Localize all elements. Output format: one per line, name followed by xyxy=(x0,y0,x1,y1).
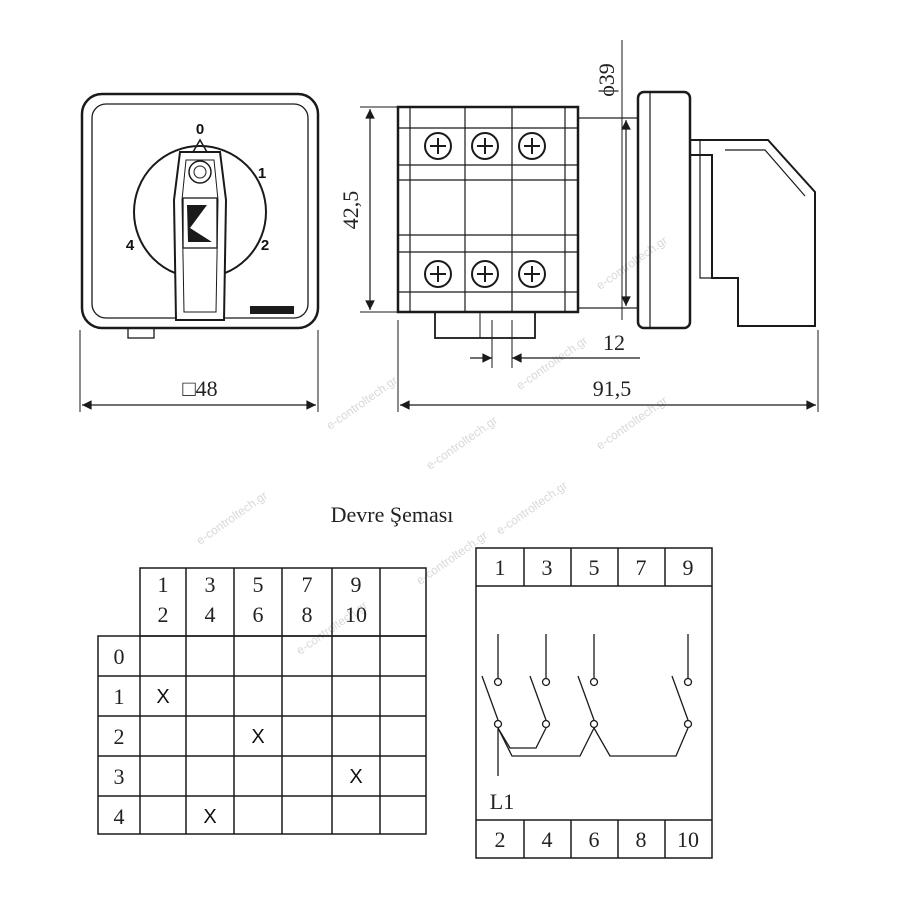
upper-contacts xyxy=(493,634,693,687)
watermark: e-controltech.gr xyxy=(324,373,400,432)
front-outer-frame xyxy=(80,92,320,330)
top-terminal-label: 7 xyxy=(636,555,647,580)
bottom-terminal-label: 10 xyxy=(677,827,699,852)
column-header-bottom: 10 xyxy=(345,602,367,627)
front-flange xyxy=(636,90,692,330)
table-row-labels: 0 1 2 3 4 xyxy=(114,644,125,829)
logo-plate xyxy=(182,197,218,249)
column-header-bottom: 4 xyxy=(205,602,216,627)
width-dimension xyxy=(79,330,319,412)
knob-handle-inner xyxy=(181,159,219,313)
column-header-top: 1 xyxy=(158,572,169,597)
row-label: 0 xyxy=(114,644,125,669)
top-terminal-label: 1 xyxy=(495,555,506,580)
circuit-diagram xyxy=(475,547,713,859)
mount-tab xyxy=(127,327,155,339)
top-terminal-label: 9 xyxy=(683,555,694,580)
circuit-terminal-labels: 1 3 5 7 9 2 4 6 8 10 L1 xyxy=(490,555,699,852)
contact-block-body xyxy=(396,105,580,314)
blade-link xyxy=(497,727,547,749)
brand-logo-icon xyxy=(187,205,212,242)
position-label-2: 2 xyxy=(261,237,269,254)
table-mark: X xyxy=(203,806,216,828)
nameplate xyxy=(250,306,294,314)
knob-screw xyxy=(188,160,212,184)
watermark: e-controltech.gr xyxy=(494,478,570,537)
diameter-label: ϕ39 xyxy=(594,63,619,97)
switch-blades xyxy=(481,675,693,729)
table-mark: X xyxy=(251,726,264,748)
side-dimensions xyxy=(360,40,819,412)
column-header-bottom: 8 xyxy=(302,602,313,627)
watermark: e-controltech.gr xyxy=(194,488,270,547)
knob-side-profile xyxy=(689,139,816,327)
watermark: e-controltech.gr xyxy=(594,233,670,292)
bottom-terminal-label: 8 xyxy=(636,827,647,852)
mount-foot xyxy=(434,311,536,339)
bottom-terminal-label: 2 xyxy=(495,827,506,852)
column-header-top: 7 xyxy=(302,572,313,597)
length-label: 91,5 xyxy=(593,376,632,401)
column-header-top: 3 xyxy=(205,572,216,597)
side-view xyxy=(396,90,816,339)
row-label: 3 xyxy=(114,764,125,789)
knob-screw-inner xyxy=(193,165,207,179)
schema-title: Devre Şeması xyxy=(331,502,454,527)
row-label: 2 xyxy=(114,724,125,749)
terminal-screws-bottom xyxy=(424,260,546,288)
column-header-bottom: 6 xyxy=(253,602,264,627)
table-mark: X xyxy=(349,766,362,788)
table-column-headers: 1 2 3 4 5 6 7 8 9 10 xyxy=(158,572,368,627)
watermark: e-controltech.gr xyxy=(594,393,670,452)
l1-label: L1 xyxy=(490,789,514,814)
position-label-4: 4 xyxy=(126,237,135,254)
top-terminal-label: 3 xyxy=(542,555,553,580)
height-label: 42,5 xyxy=(338,191,363,230)
position-label-0: 0 xyxy=(196,121,204,138)
switch-table xyxy=(97,567,427,835)
top-terminal-label: 5 xyxy=(589,555,600,580)
column-header-top: 9 xyxy=(351,572,362,597)
row-label: 1 xyxy=(114,684,125,709)
position-label-1: 1 xyxy=(258,165,266,182)
column-header-bottom: 2 xyxy=(158,602,169,627)
blade-link xyxy=(497,727,595,757)
column-header-top: 5 xyxy=(253,572,264,597)
circuit-frame xyxy=(475,547,713,859)
front-position-labels: 0 1 2 4 xyxy=(126,121,269,254)
watermark: e-controltech.gr xyxy=(514,333,590,392)
terminal-screws-top xyxy=(424,132,546,160)
front-view xyxy=(80,92,320,339)
row-label: 4 xyxy=(114,804,125,829)
bottom-terminal-label: 4 xyxy=(542,827,553,852)
bottom-terminal-label: 6 xyxy=(589,827,600,852)
knob-pointer xyxy=(192,138,208,153)
small-dimension-label: 12 xyxy=(603,330,625,355)
watermark: e-controltech.gr xyxy=(424,413,500,472)
width-label: □48 xyxy=(182,376,217,401)
table-mark: X xyxy=(156,686,169,708)
watermark: e-controltech.gr xyxy=(414,528,490,587)
table-marks: X X X X xyxy=(156,686,362,828)
blade-link xyxy=(593,727,689,757)
watermarks: e-controltech.gr e-controltech.gr e-cont… xyxy=(194,233,670,657)
